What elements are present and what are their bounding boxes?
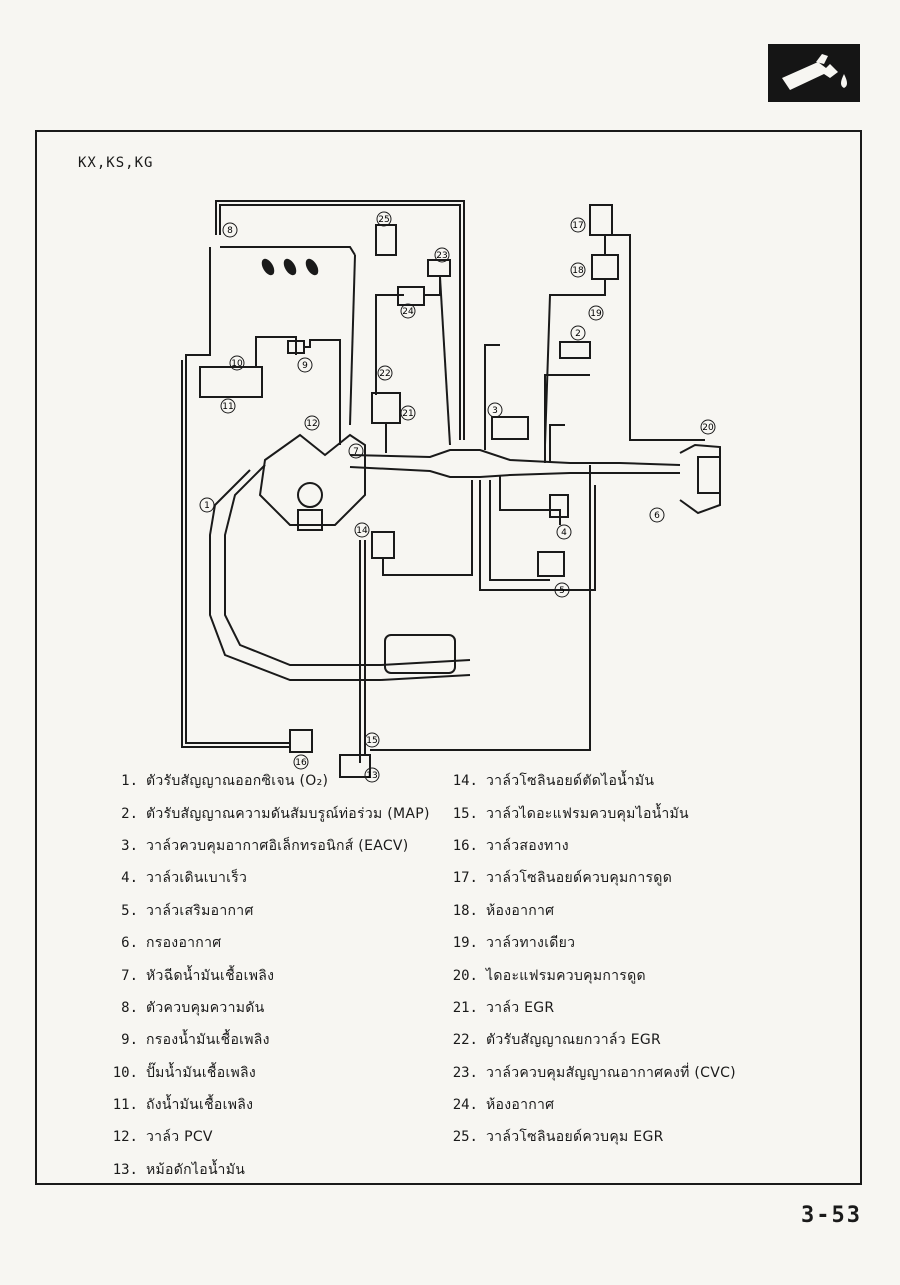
svg-text:5: 5 [559, 586, 565, 596]
callout-6: 6 [649, 507, 665, 523]
svg-text:20: 20 [702, 423, 714, 433]
legend-right: 14.วาล์วโซลินอยด์ตัดไอน้ำมัน 15.วาล์วไดอ… [440, 765, 860, 1154]
legend-item: 12.วาล์ว PCV [112, 1129, 213, 1146]
legend-item: 16.วาล์วสองทาง [452, 837, 569, 854]
legend-item: 6.กรองอากาศ [121, 935, 222, 952]
svg-text:22: 22 [379, 369, 390, 379]
callout-5: 5 [554, 582, 570, 598]
legend-item: 7.หัวฉีดน้ำมันเชื้อเพลิง [121, 967, 275, 984]
svg-text:10: 10 [231, 359, 243, 369]
legend-item: 3.วาล์วควบคุมอากาศอิเล็กทรอนิกส์ (EACV) [121, 837, 409, 854]
legend-item: 15.วาล์วไดอะแฟรมควบคุมไอน้ำมัน [452, 805, 689, 822]
fuel-tank [199, 366, 263, 398]
legend-item: 24.ห้องอากาศ [452, 1097, 555, 1114]
legend-item: 17.วาล์วโซลินอยด์ควบคุมการดูด [452, 870, 673, 887]
legend-item: 8.ตัวควบคุมความดัน [121, 999, 265, 1016]
svg-text:18: 18 [572, 266, 584, 276]
svg-text:17: 17 [572, 221, 583, 231]
svg-text:3: 3 [492, 406, 498, 416]
svg-text:25: 25 [378, 215, 389, 225]
svg-text:14: 14 [356, 526, 368, 536]
svg-text:8: 8 [227, 226, 233, 236]
egr-valve [371, 392, 401, 424]
legend-item: 11.ถังน้ำมันเชื้อเพลิง [112, 1097, 254, 1114]
fast-idle-valve [549, 494, 569, 518]
air-filter-housing [679, 443, 721, 515]
callout-1: 1 [199, 497, 215, 513]
model-codes: KX,KS,KG [78, 155, 154, 171]
legend-item: 2.ตัวรับสัญญาณความดันสัมบรูณ์ท่อร่วม (MA… [121, 805, 430, 822]
legend-item: 23.วาล์วควบคุมสัญญาณอากาศคงที่ (CVC) [452, 1064, 736, 1081]
svg-text:21: 21 [402, 409, 413, 419]
callout-16: 16 [293, 754, 309, 770]
callout-7: 7 [348, 443, 364, 459]
callout-11: 11 [220, 398, 236, 414]
callout-4: 4 [556, 524, 572, 540]
catalytic-converter [384, 634, 456, 674]
eacv [491, 416, 529, 440]
callout-25: 25 [376, 211, 392, 227]
engine-block [258, 433, 366, 526]
vacuum-hose-diagram: 1 2 3 4 5 6 7 8 9 10 11 12 13 14 15 16 1… [181, 200, 721, 783]
legend-item: 21.วาล์ว EGR [452, 999, 555, 1016]
svg-text:24: 24 [402, 307, 414, 317]
svg-text:13: 13 [366, 771, 377, 781]
callout-2: 2 [570, 325, 586, 341]
callout-19: 19 [588, 305, 604, 321]
legend-item: 20.ไดอะแฟรมควบคุมการดูด [452, 967, 646, 984]
fuel-return-line [219, 204, 461, 440]
svg-text:11: 11 [222, 402, 233, 412]
svg-text:19: 19 [590, 309, 602, 319]
callout-24: 24 [400, 303, 416, 319]
air-assist-valve [537, 551, 565, 577]
callout-8: 8 [222, 222, 238, 238]
callout-14: 14 [354, 522, 370, 538]
callout-15: 15 [364, 732, 380, 748]
legend-item: 10.ปั๊มน้ำมันเชื้อเพลิง [112, 1064, 257, 1081]
svg-text:4: 4 [561, 528, 567, 538]
callout-21: 21 [400, 405, 416, 421]
callout-18: 18 [570, 262, 586, 278]
map-sensor [559, 341, 591, 359]
fuel-feed-line [220, 246, 356, 256]
canister [339, 754, 371, 778]
diagram-frame [35, 130, 862, 1185]
fuel-nozzle-icon [782, 54, 847, 90]
callout-20: 20 [700, 419, 716, 435]
legend-item: 25.วาล์วโซลินอยด์ควบคุม EGR [452, 1129, 664, 1146]
callout-13: 13 [364, 767, 380, 783]
svg-text:23: 23 [436, 251, 447, 261]
svg-text:7: 7 [353, 447, 359, 457]
callout-10: 10 [229, 355, 245, 371]
callout-3: 3 [487, 402, 503, 418]
svg-text:16: 16 [295, 758, 307, 768]
legend-item: 18.ห้องอากาศ [452, 902, 555, 919]
legend-item: 5.วาล์วเสริมอากาศ [121, 902, 254, 919]
legend-item: 1.ตัวรับสัญญาณออกซิเจน (O₂) [121, 773, 329, 790]
svg-text:6: 6 [654, 511, 660, 521]
svg-text:1: 1 [204, 501, 210, 511]
svg-text:12: 12 [306, 419, 317, 429]
air-chamber-18 [591, 254, 619, 280]
legend-item: 19.วาล์วทางเดียว [452, 935, 576, 952]
legend-item: 4.วาล์วเดินเบาเร็ว [121, 870, 248, 887]
section-tab [768, 44, 860, 102]
svg-text:2: 2 [575, 329, 581, 339]
svg-text:15: 15 [366, 736, 377, 746]
callout-22: 22 [377, 365, 393, 381]
legend-item: 22.ตัวรับสัญญาณยกวาล์ว EGR [452, 1032, 662, 1049]
page-number: 3-53 [801, 1203, 862, 1228]
callout-17: 17 [570, 217, 586, 233]
intake-manifold [349, 449, 681, 466]
callout-12: 12 [304, 415, 320, 431]
legend-item: 14.วาล์วโซลินอยด์ตัดไอน้ำมัน [452, 773, 655, 790]
svg-text:9: 9 [302, 361, 308, 371]
callout-9: 9 [297, 357, 313, 373]
legend-item: 9.กรองน้ำมันเชื้อเพลิง [121, 1032, 270, 1049]
callout-23: 23 [434, 247, 450, 263]
legend-left: 1.ตัวรับสัญญาณออกซิเจน (O₂) 2.ตัวรับสัญญ… [100, 765, 440, 1186]
legend-item: 13.หม้อดักไอน้ำมัน [112, 1161, 246, 1178]
